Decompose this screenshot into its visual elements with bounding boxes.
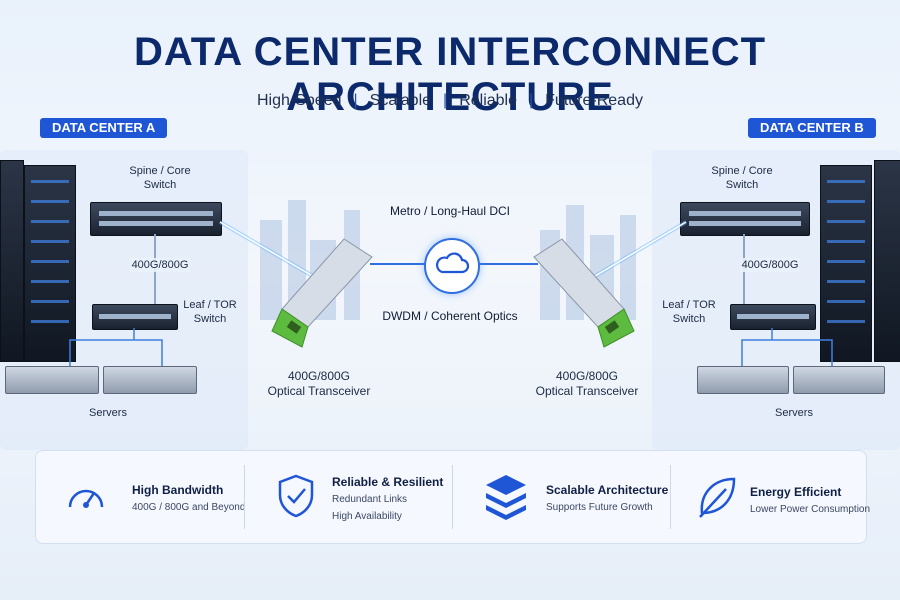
dci-bottom-label: DWDM / Coherent Optics: [382, 309, 518, 323]
spine-label-line: Switch: [725, 179, 759, 191]
leaf-label-line: Switch: [672, 313, 706, 325]
fiber-link-a: [218, 220, 325, 284]
feature-scalable: Scalable Architecture Supports Future Gr…: [454, 451, 668, 543]
tagline-item: Scalable: [369, 92, 432, 109]
divider: [670, 465, 671, 529]
server-links: [741, 328, 833, 368]
spine-switch: [680, 202, 810, 236]
dc-a-spine-label: Spine / Core Switch: [120, 164, 200, 192]
leaf-switch: [730, 304, 816, 330]
shield-check-icon: [278, 474, 314, 518]
server-rack: [24, 165, 76, 362]
server-links: [69, 328, 163, 368]
feature-high-bandwidth: High Bandwidth 400G / 800G and Beyond: [36, 451, 245, 543]
dc-b-spine-label: Spine / Core Switch: [702, 164, 782, 192]
transceiver-a-label: 400G/800G Optical Transceiver: [254, 369, 384, 399]
server-unit: [5, 366, 99, 394]
feature-reliable: Reliable & Resilient Redundant Links Hig…: [246, 451, 451, 543]
feature-line: Supports Future Growth: [546, 502, 653, 513]
spine-label-line: Spine / Core: [129, 165, 191, 177]
transceiver-b-label: 400G/800G Optical Transceiver: [522, 369, 652, 399]
page-title: DATA CENTER INTERCONNECT ARCHITECTURE: [133, 30, 767, 119]
dci-link-line: [370, 263, 430, 265]
feature-line: 400G / 800G and Beyond: [132, 502, 246, 513]
server-unit: [793, 366, 885, 394]
optical-transceiver-a: [271, 238, 373, 348]
tagline-item: Reliable: [459, 92, 517, 109]
optical-transceiver-b: [533, 238, 635, 348]
dc-b-leaf-label: Leaf / TOR Switch: [659, 298, 719, 326]
server-unit: [697, 366, 789, 394]
tagline-separator: |: [443, 92, 448, 109]
divider: [452, 465, 453, 529]
tagline: High-Speed | Scalable | Reliable | Future-Read…: [0, 92, 900, 110]
feature-title: Reliable & Resilient: [332, 475, 444, 489]
leaf-label-line: Switch: [193, 313, 227, 325]
tagline-item: High-Speed: [257, 92, 342, 109]
dc-a-label: DATA CENTER A: [40, 118, 168, 138]
tagline-separator: |: [529, 92, 534, 109]
tagline-item: Future-Ready: [545, 92, 643, 109]
dc-a-servers-label: Servers: [89, 407, 127, 419]
spine-label-line: Switch: [143, 179, 177, 191]
feature-bar: High Bandwidth 400G / 800G and Beyond Re…: [35, 450, 870, 544]
feature-title: Scalable Architecture: [546, 483, 669, 497]
dci-link-line: [478, 263, 538, 265]
server-rack: [874, 160, 900, 362]
dc-a-leaf-label: Leaf / TOR Switch: [180, 298, 240, 326]
feature-line: Lower Power Consumption: [750, 504, 871, 515]
speedometer-icon: [68, 489, 104, 508]
layers-icon: [486, 475, 526, 520]
dc-b-servers-label: Servers: [775, 407, 813, 419]
leaf-switch: [92, 304, 178, 330]
fiber-link-b: [583, 220, 688, 284]
transceiver-label-line: Optical Transceiver: [267, 384, 371, 398]
leaf-label-line: Leaf / TOR: [183, 299, 237, 311]
server-rack: [820, 165, 872, 362]
leaf-icon: [699, 477, 736, 518]
leaf-label-line: Leaf / TOR: [662, 299, 716, 311]
spine-switch: [90, 202, 222, 236]
feature-energy-efficient: Energy Efficient Lower Power Consumption: [672, 451, 870, 543]
divider: [244, 465, 245, 529]
cloud-badge: [424, 238, 480, 294]
feature-line: Redundant Links: [332, 494, 408, 505]
dc-b-uplink-label: 400G/800G: [740, 258, 800, 272]
dc-a-uplink-label: 400G/800G: [130, 258, 190, 272]
transceiver-label-line: Optical Transceiver: [535, 384, 639, 398]
cloud-icon: [435, 252, 470, 274]
feature-title: Energy Efficient: [750, 485, 842, 499]
transceiver-label-line: 400G/800G: [555, 369, 619, 383]
server-unit: [103, 366, 197, 394]
dc-b-label: DATA CENTER B: [748, 118, 876, 138]
feature-line: High Availability: [332, 511, 402, 522]
spine-label-line: Spine / Core: [711, 165, 773, 177]
server-rack: [0, 160, 24, 362]
dci-top-label: Metro / Long-Haul DCI: [389, 204, 511, 218]
tagline-separator: |: [353, 92, 358, 109]
feature-title: High Bandwidth: [132, 483, 224, 497]
transceiver-label-line: 400G/800G: [287, 369, 351, 383]
